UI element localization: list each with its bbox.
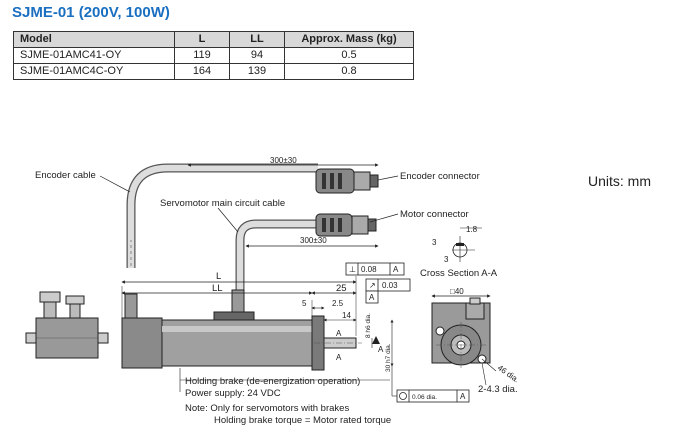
tol-perp-value: 0.08 xyxy=(361,265,377,274)
dim-25: 25 xyxy=(336,283,347,294)
dim-hole: 2-4.3 dia. xyxy=(478,384,518,395)
dim-40: □40 xyxy=(450,287,464,296)
motor-body xyxy=(121,289,362,371)
encoder-connector xyxy=(315,168,379,194)
tol-conc-datum: A xyxy=(460,392,466,401)
motor-connector xyxy=(315,213,377,237)
dim-3b: 3 xyxy=(444,255,449,264)
tol-perpendicularity: ⊥ 0.08 A xyxy=(345,262,405,276)
table-row: SJME-01AMC41-OY 119 94 0.5 xyxy=(13,47,414,64)
cell-ll: 139 xyxy=(229,63,285,80)
tol-perp-datum: A xyxy=(393,265,399,274)
units-label: Units: mm xyxy=(588,173,651,189)
dim-encoder-cable-length: 300±30 xyxy=(270,156,297,165)
dim-3a: 3 xyxy=(432,238,437,247)
dim-30: 30 h7 dia. xyxy=(385,343,392,372)
svg-text:⊥: ⊥ xyxy=(349,265,356,274)
dim-l: L xyxy=(216,271,221,282)
motor-cable xyxy=(235,219,318,295)
dim-motor-cable-length: 300±30 xyxy=(300,236,327,245)
tol-runout: ↗ 0.03 A xyxy=(365,278,411,304)
label-servomotor-main-circuit-cable: Servomotor main circuit cable xyxy=(160,198,285,209)
tol-runout-value: 0.03 xyxy=(382,281,398,290)
tol-runout-datum: A xyxy=(369,293,375,302)
tol-conc-value: 0.06 dia. xyxy=(412,394,437,401)
section-a-top: A xyxy=(336,329,342,338)
label-holding-brake: Holding brake (de-energization operation… xyxy=(185,376,360,387)
cell-ll: 94 xyxy=(229,47,285,64)
dim-2-5: 2.5 xyxy=(332,299,344,308)
front-flange-view xyxy=(431,297,491,368)
left-end-view xyxy=(25,291,109,359)
header-model: Model xyxy=(13,31,175,48)
note-line-1: Note: Only for servomotors with brakes xyxy=(185,403,349,414)
label-power-supply: Power supply: 24 VDC xyxy=(185,388,281,399)
cross-section-a-a: 1.8 3 3 Cross Section A-A xyxy=(420,225,498,279)
cross-section-label: Cross Section A-A xyxy=(420,268,498,279)
header-ll: LL xyxy=(229,31,285,48)
table-header-row: Model L LL Approx. Mass (kg) xyxy=(13,31,414,48)
cell-model: SJME-01AMC4C-OY xyxy=(13,63,175,80)
note-line-2: Holding brake torque = Motor rated torqu… xyxy=(214,415,391,426)
dim-8: 8 h6 dia. xyxy=(365,313,372,338)
datum-a: A xyxy=(378,345,384,354)
dim-14: 14 xyxy=(342,311,351,320)
table-row: SJME-01AMC4C-OY 164 139 0.8 xyxy=(13,63,414,80)
dim-1-8: 1.8 xyxy=(466,225,478,234)
dim-5: 5 xyxy=(302,299,307,308)
model-spec-table: Model L LL Approx. Mass (kg) SJME-01AMC4… xyxy=(13,31,414,80)
section-a-bottom: A xyxy=(336,353,342,362)
cell-mass: 0.8 xyxy=(284,63,414,80)
page-title: SJME-01 (200V, 100W) xyxy=(12,4,170,21)
encoder-cable xyxy=(126,163,318,268)
dim-46: 46 dia. xyxy=(496,363,521,384)
dim-ll: LL xyxy=(212,283,223,294)
label-encoder-cable: Encoder cable xyxy=(35,170,96,181)
label-motor-connector: Motor connector xyxy=(400,209,469,220)
tol-concentricity: 0.06 dia. A xyxy=(391,366,470,403)
svg-text:↗: ↗ xyxy=(369,281,376,290)
label-encoder-connector: Encoder connector xyxy=(400,171,480,182)
